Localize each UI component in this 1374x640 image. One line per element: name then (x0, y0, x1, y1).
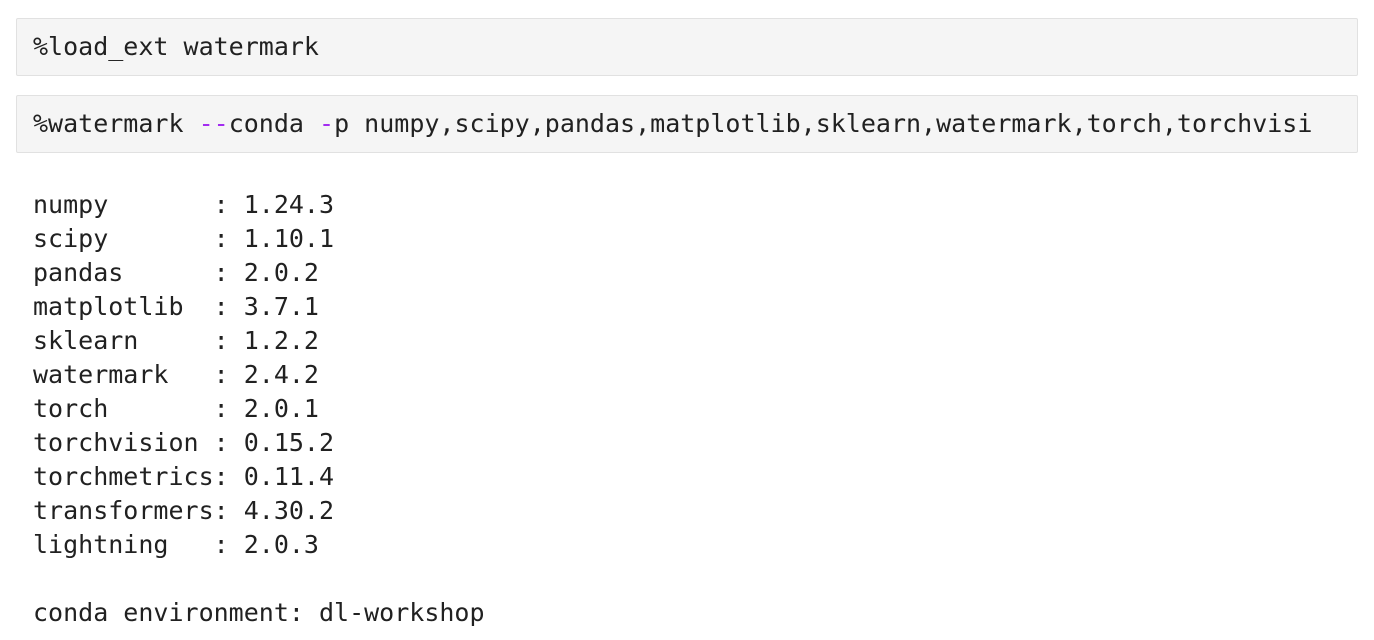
code-cell-load-ext[interactable]: %load_ext watermark (16, 18, 1358, 76)
code-token-operator: - (319, 109, 335, 138)
code-token: %watermark (33, 109, 199, 138)
code-token-operator: -- (198, 109, 229, 138)
cell-output-area: numpy : 1.24.3 scipy : 1.10.1 pandas : 2… (16, 172, 1358, 630)
watermark-output-text: numpy : 1.24.3 scipy : 1.10.1 pandas : 2… (33, 190, 485, 627)
code-token: %load_ext watermark (33, 32, 319, 61)
code-cell-watermark[interactable]: %watermark --conda -p numpy,scipy,pandas… (16, 95, 1358, 153)
code-line-load-ext: %load_ext watermark (33, 30, 1341, 64)
code-token: p numpy,scipy,pandas,matplotlib,sklearn,… (334, 109, 1313, 138)
notebook-page: %load_ext watermark %watermark --conda -… (16, 18, 1358, 630)
code-line-watermark: %watermark --conda -p numpy,scipy,pandas… (33, 107, 1341, 141)
code-token: conda (228, 109, 319, 138)
